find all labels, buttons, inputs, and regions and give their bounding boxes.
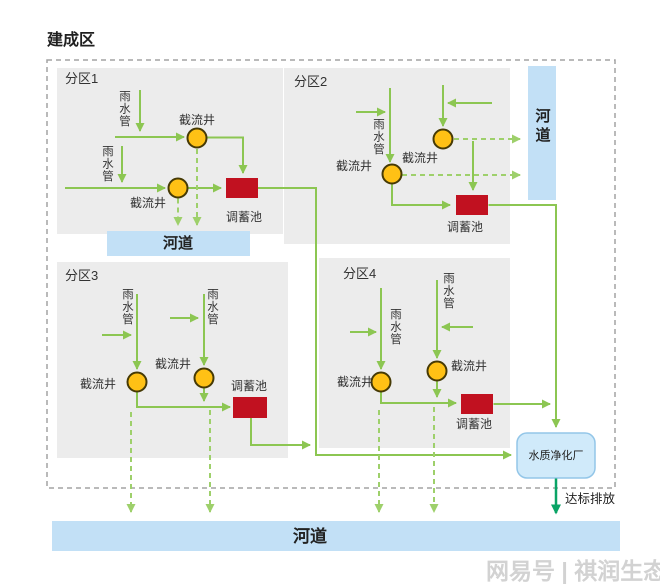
zone3-intercept-well-2 — [193, 367, 215, 389]
watermark: 网易号 | 祺润生态 — [486, 558, 660, 584]
zone3-well1-to-tank — [136, 391, 231, 412]
zone2-label: 分区2 — [294, 74, 327, 89]
page-title: 建成区 — [47, 30, 95, 49]
zone4-well1-to-tank — [380, 391, 457, 408]
zone1-intercept-well-2 — [167, 177, 189, 199]
zone2-river-bar — [528, 66, 556, 200]
discharge-label: 达标排放 — [565, 491, 616, 506]
zone1-intercept-well-1 — [186, 127, 208, 149]
zone3-tank-outfall — [250, 418, 311, 450]
zone2-flows — [356, 85, 561, 428]
zone3-panel — [57, 262, 288, 458]
zone1-label: 分区1 — [65, 71, 98, 86]
zone1-storage-tank — [226, 178, 258, 198]
zone1-panel — [57, 68, 283, 234]
zone2-intercept-well-2 — [381, 163, 403, 185]
zone4-well2-label: 截流井 — [451, 359, 487, 373]
zone4-intercept-well-2 — [426, 360, 448, 382]
zone4-rainpipe1-label: 雨水管 — [389, 308, 402, 346]
zone3-flows — [102, 294, 311, 513]
zone2-tank-outfall-to-plant — [488, 204, 561, 428]
zone1-rainpipe1-label: 雨水管 — [118, 90, 131, 128]
zone1-flows — [65, 90, 512, 460]
zone3-rainpipe2-label: 雨水管 — [206, 288, 219, 326]
zone4-intercept-well-1 — [370, 371, 392, 393]
zone4-panel — [319, 258, 510, 448]
zone3-intercept-well-1 — [126, 371, 148, 393]
zone3-tank-label: 调蓄池 — [231, 379, 267, 393]
zone1-well1-to-tank — [206, 136, 248, 174]
zone2-river-label: 河道 — [534, 107, 551, 146]
zone3-well1-label: 截流井 — [80, 377, 116, 391]
zone2-well1-label: 截流井 — [402, 151, 438, 165]
zone4-rainpipe2-label: 雨水管 — [442, 272, 455, 310]
zone2-well2-label: 截流井 — [336, 159, 372, 173]
zone1-tank-outfall-to-plant — [258, 187, 512, 460]
zone2-storage-tank — [456, 195, 488, 215]
zone1-river-bar — [107, 231, 250, 256]
zone2-intercept-well-1 — [432, 128, 454, 150]
main-river-bar — [52, 521, 620, 551]
zone3-label: 分区3 — [65, 268, 98, 283]
purification-plant-label: 水质净化厂 — [529, 448, 584, 462]
zone3-well2-label: 截流井 — [155, 357, 191, 371]
zone1-well1-label: 截流井 — [179, 113, 215, 127]
zone1-rainpipe2-label: 雨水管 — [101, 145, 114, 183]
zone4-flows — [350, 280, 551, 513]
zone2-well2-to-tank — [391, 184, 451, 210]
zone1-river-label: 河道 — [163, 234, 193, 252]
zone2-tank-label: 调蓄池 — [447, 220, 483, 234]
zone4-tank-label: 调蓄池 — [456, 417, 492, 431]
zone3-rainpipe1-label: 雨水管 — [121, 288, 134, 326]
zone1-tank-label: 调蓄池 — [226, 210, 262, 224]
zone2-panel — [284, 68, 510, 244]
zone4-well1-label: 截流井 — [337, 375, 373, 389]
zone4-storage-tank — [461, 394, 493, 414]
zone4-label: 分区4 — [343, 266, 376, 281]
zone2-rainpipe-label: 雨水管 — [372, 118, 385, 156]
zone1-well2-label: 截流井 — [130, 196, 166, 210]
purification-plant-box — [516, 432, 596, 479]
zone3-storage-tank — [233, 397, 267, 418]
main-river-label: 河道 — [293, 526, 327, 546]
built-area-boundary — [46, 59, 616, 489]
